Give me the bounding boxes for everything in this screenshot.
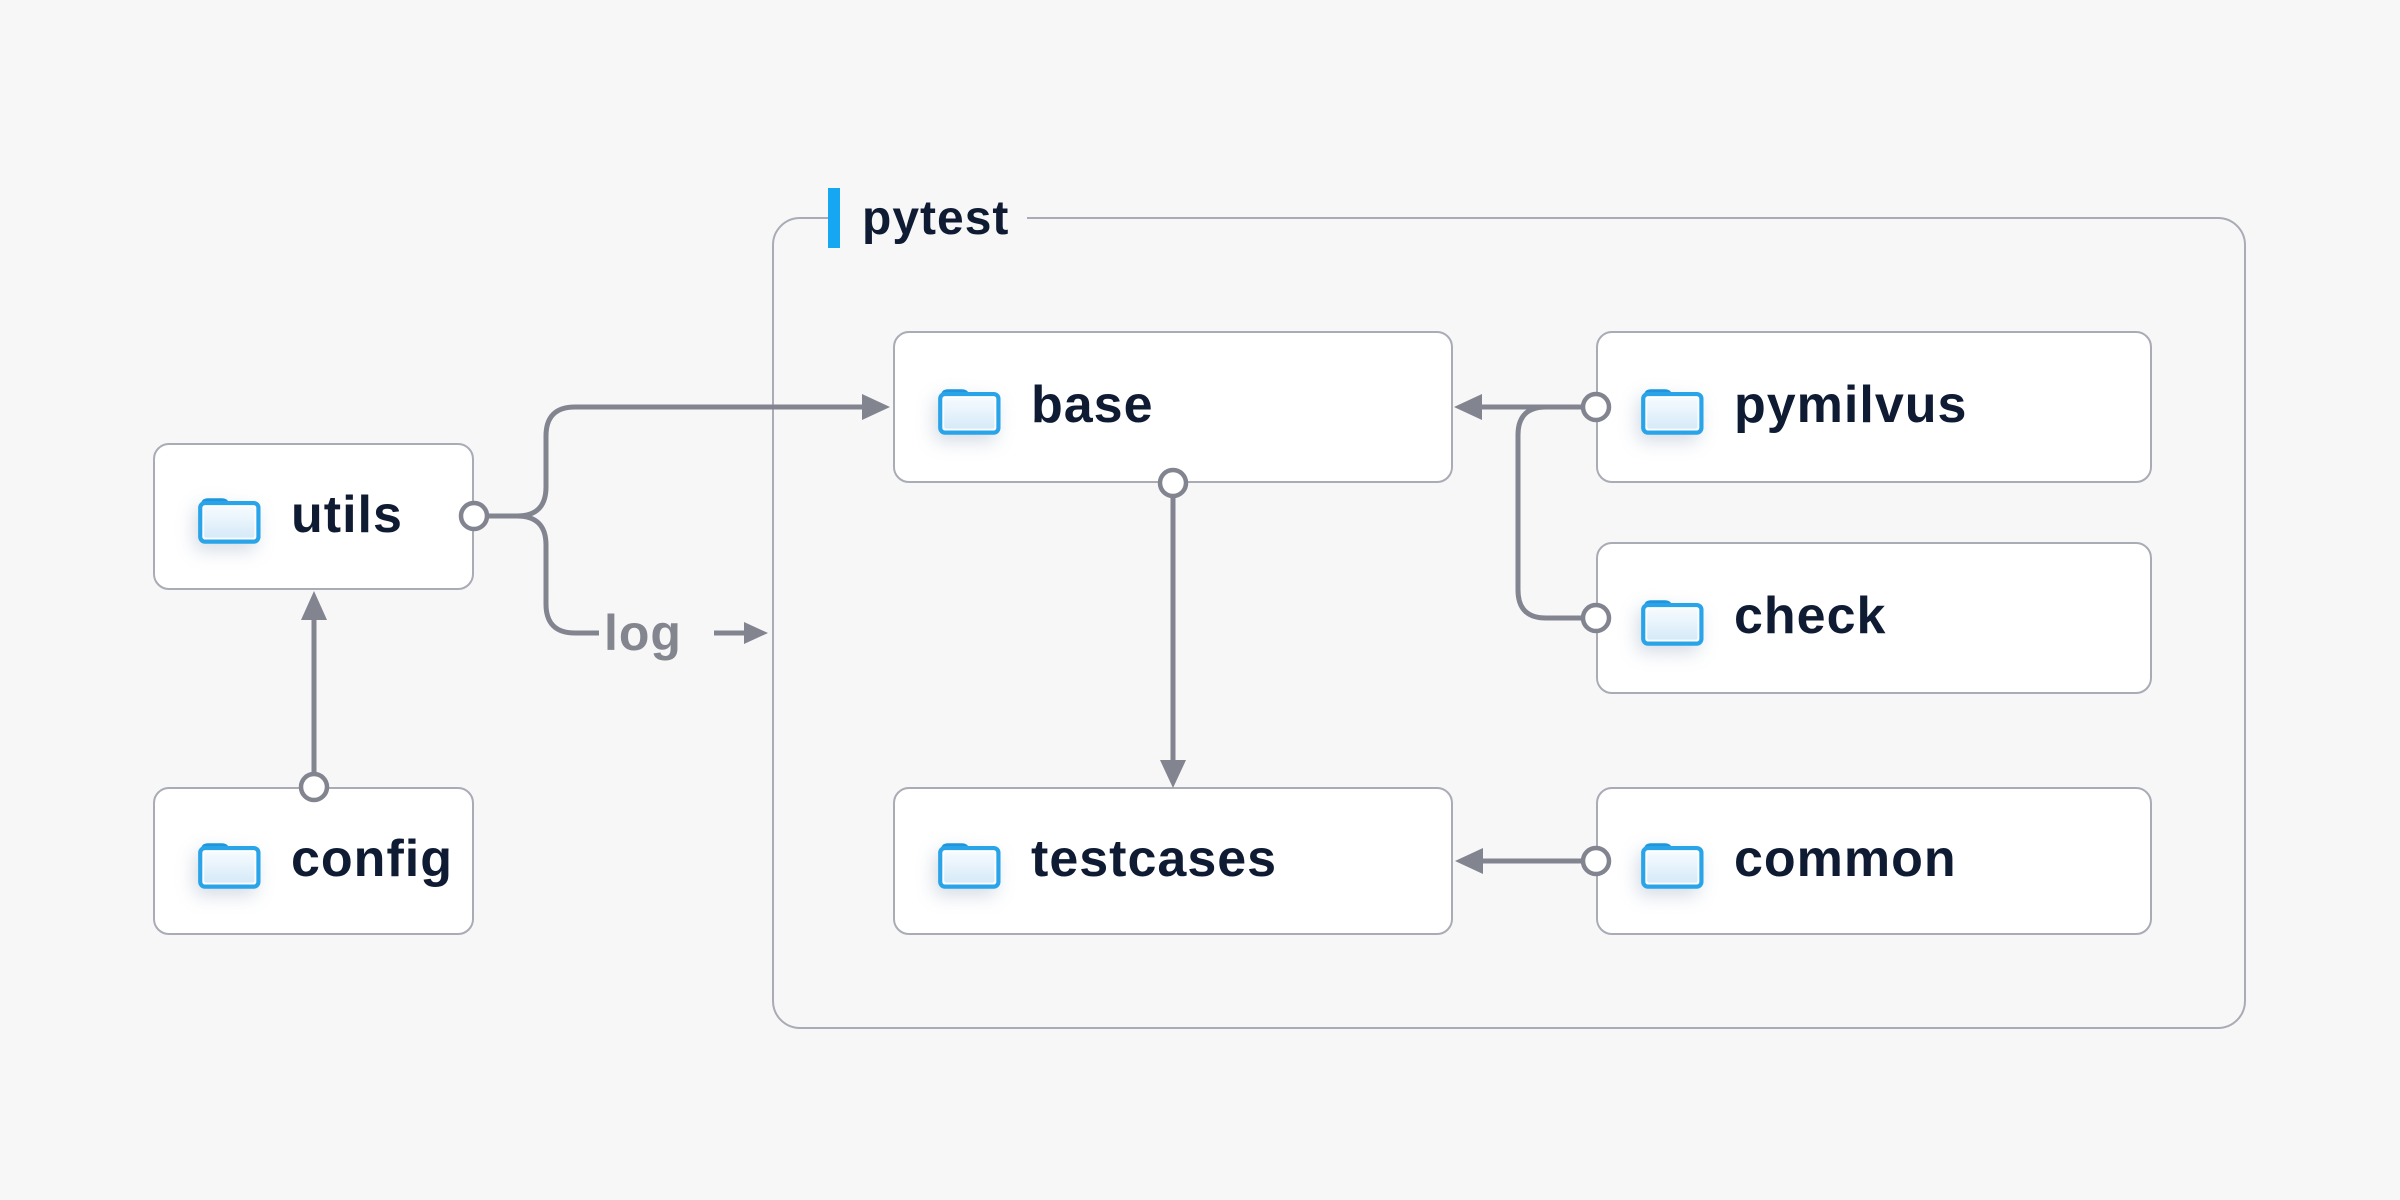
node-label: base <box>1031 376 1154 434</box>
node-label: check <box>1734 587 1887 645</box>
node-check: check <box>1596 542 2152 694</box>
node-label: config <box>291 830 453 888</box>
node-common: common <box>1596 787 2152 935</box>
pytest-group-legend: pytest <box>828 185 1028 251</box>
node-label: pymilvus <box>1734 376 1968 434</box>
node-config: config <box>153 787 474 935</box>
folder-icon <box>938 842 1001 889</box>
node-label: common <box>1734 830 1957 888</box>
edge-config-utils <box>298 591 330 803</box>
edge-label-log: log <box>604 605 682 661</box>
node-testcases: testcases <box>893 787 1453 935</box>
node-label: utils <box>291 485 403 544</box>
group-title: pytest <box>862 192 1010 245</box>
node-utils: utils <box>153 443 474 590</box>
node-pymilvus: pymilvus <box>1596 331 2152 483</box>
node-label: testcases <box>1031 830 1278 888</box>
folder-icon <box>1641 388 1704 435</box>
node-base: base <box>893 331 1453 483</box>
folder-icon <box>198 498 261 544</box>
folder-icon <box>938 388 1001 435</box>
folder-icon <box>1641 842 1704 889</box>
folder-icon <box>1641 599 1704 646</box>
folder-icon <box>198 842 261 889</box>
accent-bar <box>828 188 840 248</box>
pytest-group-container: pytest <box>772 185 2246 1029</box>
